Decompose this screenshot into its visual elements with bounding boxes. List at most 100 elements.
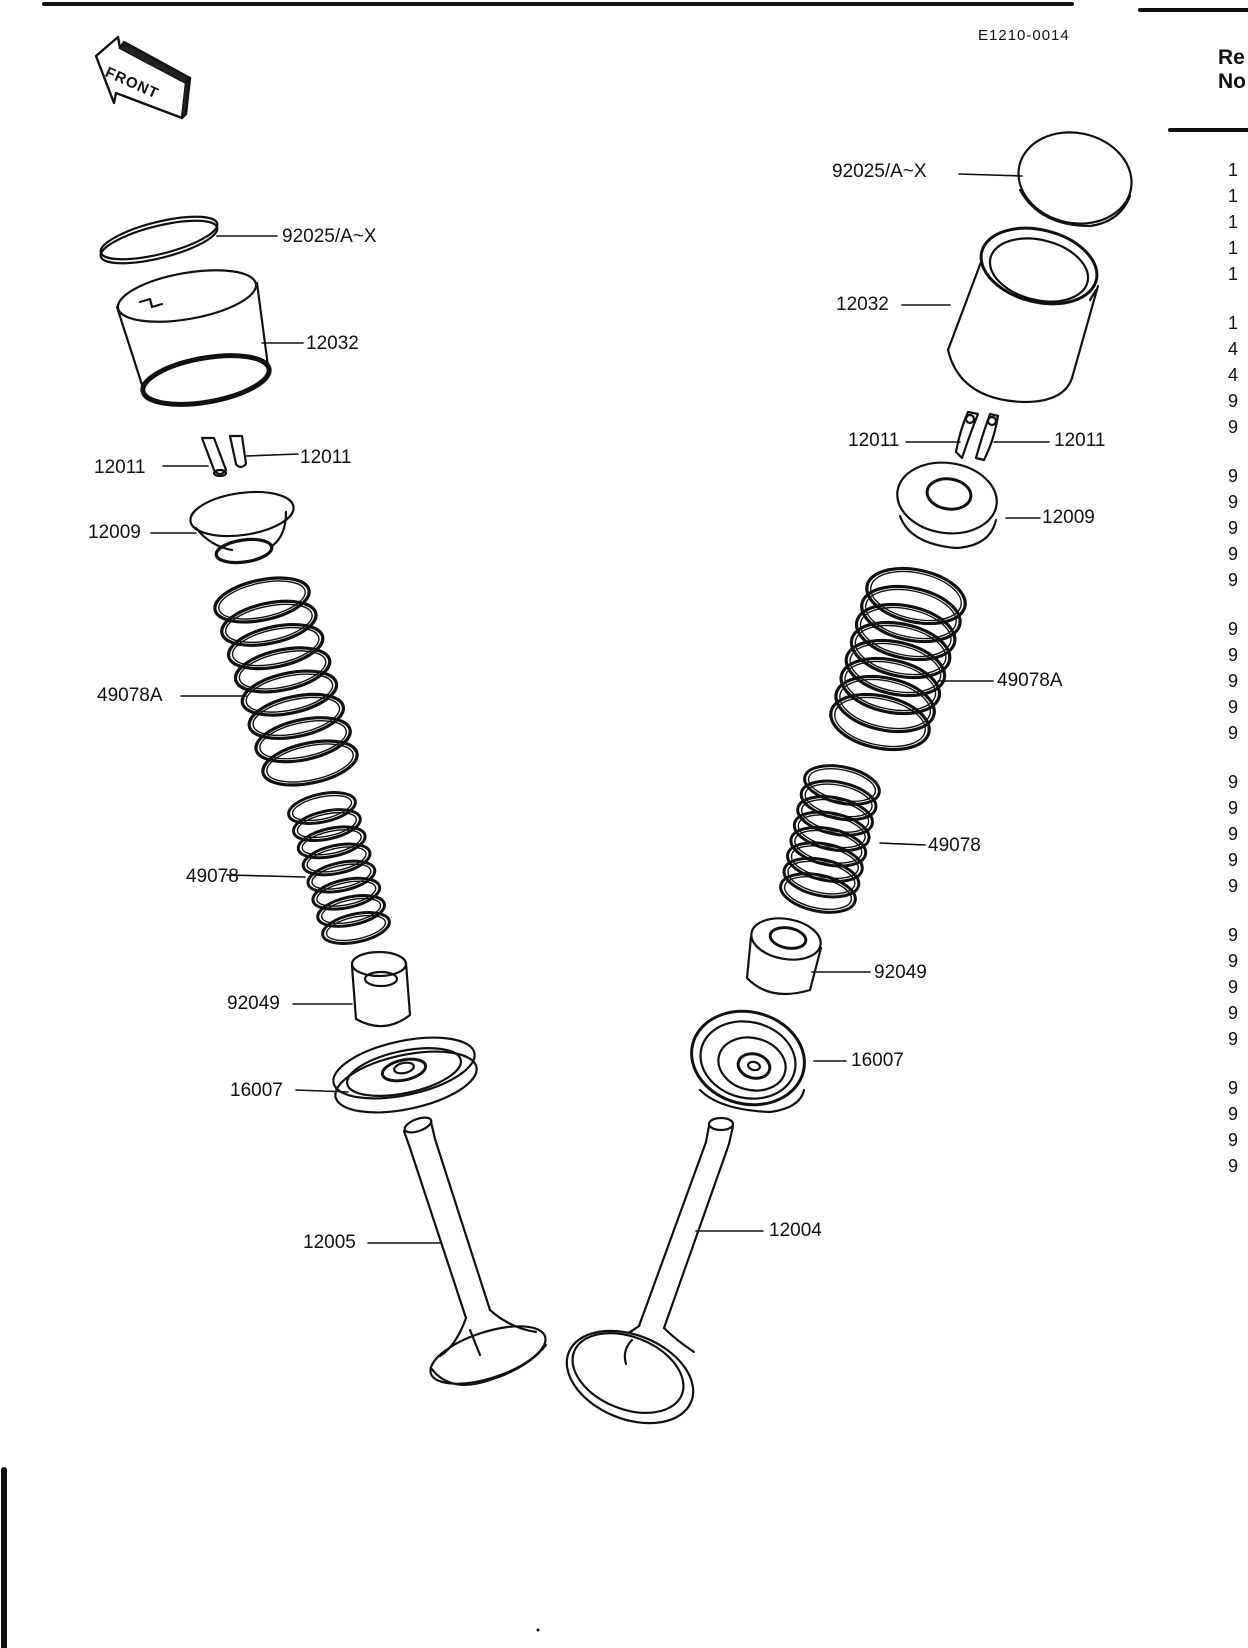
spring-coil [786, 841, 864, 883]
spring-coil [218, 580, 306, 620]
spring-coil [849, 620, 952, 680]
spring-coil [245, 673, 334, 713]
ref-no-entry: 9 [1228, 570, 1239, 590]
left-valve [402, 1116, 548, 1386]
ref-no-entry: 1 [1228, 264, 1239, 284]
ref-no-entry: 9 [1228, 1156, 1239, 1176]
ref-group-gap [1228, 746, 1238, 769]
ref-no-entry: 9 [1228, 723, 1239, 743]
ref-no-entry: 9 [1228, 544, 1239, 564]
label-right-stem-seal: 92049 [874, 962, 927, 983]
label-left-keeper-a: 12011 [94, 457, 146, 478]
spring-coil [287, 791, 357, 825]
ref-no-entry: 9 [1228, 1130, 1239, 1150]
label-right-valve: 12004 [769, 1220, 822, 1241]
label-right-retainer: 12009 [1042, 507, 1095, 528]
spring-coil [859, 606, 952, 658]
spring-coil [321, 911, 391, 945]
left-stem-seal [350, 950, 412, 1028]
right-retainer [896, 461, 998, 550]
spring-coil [292, 808, 362, 843]
label-left-stem-seal: 92049 [227, 993, 280, 1014]
ref-no-entry: 9 [1228, 518, 1239, 538]
ref-no-entry: 9 [1228, 1003, 1239, 1023]
ref-no-entry: 9 [1228, 466, 1239, 486]
spring-coil [782, 856, 861, 899]
spring-coil [311, 876, 382, 911]
spring-coil [306, 859, 377, 894]
right-shim [1017, 131, 1133, 228]
right-spring-seat [690, 1009, 806, 1114]
spring-coil [296, 825, 367, 860]
spring-coil [844, 638, 947, 698]
spring-coil [311, 863, 372, 890]
right-valve [565, 1116, 735, 1425]
label-right-keeper-b: 12011 [1054, 430, 1106, 451]
left-shim [99, 215, 219, 265]
spring-coil [301, 829, 362, 856]
label-right-spring-seat: 16007 [851, 1050, 904, 1071]
ref-no-entry: 9 [1228, 876, 1239, 896]
spring-coil [844, 660, 937, 712]
label-left-retainer: 12009 [88, 522, 141, 543]
spring-coil [296, 811, 358, 839]
label-right-outer-spring: 49078A [997, 670, 1063, 691]
right-inner-spring [779, 764, 881, 914]
ref-group-gap [1228, 899, 1238, 922]
right-outer-spring [829, 566, 967, 752]
spring-coil [325, 914, 387, 942]
label-left-spring-seat: 16007 [230, 1080, 283, 1101]
label-right-keeper-a: 12011 [848, 430, 900, 451]
label-left-valve: 12005 [303, 1232, 356, 1253]
label-left-keeper-b: 12011 [300, 447, 352, 468]
ref-no-entry: 1 [1228, 160, 1239, 180]
ref-no-entry: 9 [1228, 645, 1239, 665]
spring-coil [854, 602, 957, 662]
spring-coil [870, 570, 962, 622]
ref-no-entry: 4 [1228, 339, 1239, 359]
spring-coil [829, 692, 931, 752]
ref-no-entry: 9 [1228, 619, 1239, 639]
spring-coil [783, 876, 853, 910]
ref-no-entry: 1 [1228, 186, 1239, 206]
ref-no-entry: 9 [1228, 951, 1239, 971]
spring-coil [261, 739, 359, 787]
spring-coil [834, 674, 936, 734]
label-right-inner-spring: 49078 [928, 835, 981, 856]
ref-no-entry: 9 [1228, 671, 1239, 691]
label-left-outer-spring: 49078A [97, 685, 163, 706]
spring-coil [306, 846, 367, 873]
ref-no-entry: 1 [1228, 313, 1239, 333]
spring-coil [787, 860, 856, 895]
spring-coil [803, 764, 881, 806]
ref-no-entry: 4 [1228, 365, 1239, 385]
ref-no-entry: 9 [1228, 977, 1239, 997]
ref-group-gap [1228, 1052, 1238, 1075]
spring-coil [252, 696, 341, 737]
ref-no-entry: 1 [1228, 212, 1239, 232]
spring-coil [792, 810, 871, 853]
ref-no-entry: 9 [1228, 1104, 1239, 1124]
spring-coil [213, 576, 311, 624]
spring-coil [834, 696, 926, 748]
right-keepers [954, 410, 1000, 462]
spring-coil [225, 603, 313, 643]
label-right-shim: 92025/A~X [832, 161, 927, 182]
ref-no-entry: 9 [1228, 1078, 1239, 1098]
ref-no-entry: 1 [1228, 238, 1239, 258]
label-left-shim: 92025/A~X [282, 226, 377, 247]
ref-no-entry: 9 [1228, 925, 1239, 945]
ref-no-entry: 9 [1228, 824, 1239, 844]
spring-coil [865, 566, 967, 626]
spring-coil [301, 842, 372, 877]
spring-coil [240, 669, 339, 717]
spring-coil [266, 743, 354, 783]
ref-no-entry: 9 [1228, 850, 1239, 870]
spring-coil [231, 626, 320, 667]
spring-coil [220, 599, 318, 647]
diagram-code: E1210-0014 [978, 27, 1070, 44]
ref-no-entry: 9 [1228, 492, 1239, 512]
ref-group-gap [1228, 593, 1238, 616]
